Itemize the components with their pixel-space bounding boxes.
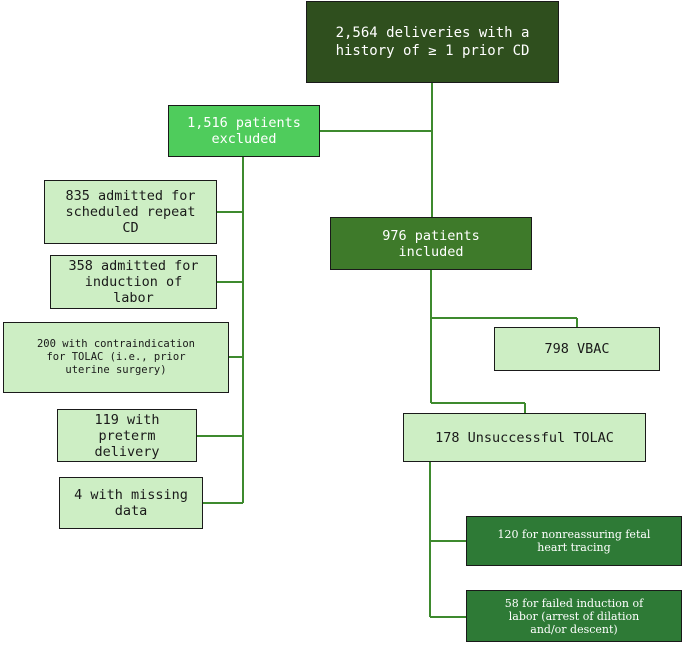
node-vbac: 798 VBAC bbox=[494, 327, 660, 371]
node-scheduled-repeat-cd: 835 admitted for scheduled repeat CD bbox=[44, 180, 217, 244]
node-preterm-delivery-text: 119 with preterm delivery bbox=[94, 411, 160, 460]
node-nonreassuring-fetal-heart: 120 for nonreassuring fetal heart tracin… bbox=[466, 516, 682, 566]
node-nonreassuring-fetal-heart-text: 120 for nonreassuring fetal heart tracin… bbox=[497, 528, 651, 554]
node-excluded: 1,516 patients excluded bbox=[168, 105, 320, 157]
node-failed-induction-text: 58 for failed induction of labor (arrest… bbox=[504, 596, 644, 636]
node-vbac-text: 798 VBAC bbox=[544, 341, 610, 357]
node-contraindication-tolac-text: 200 with contraindication for TOLAC (i.e… bbox=[36, 338, 196, 376]
node-included-text: 976 patients included bbox=[382, 227, 480, 260]
node-excluded-text: 1,516 patients excluded bbox=[187, 115, 301, 147]
node-unsuccessful-tolac: 178 Unsuccessful TOLAC bbox=[403, 413, 646, 462]
node-preterm-delivery: 119 with preterm delivery bbox=[57, 409, 197, 462]
node-unsuccessful-tolac-text: 178 Unsuccessful TOLAC bbox=[435, 429, 614, 446]
node-failed-induction: 58 for failed induction of labor (arrest… bbox=[466, 590, 682, 642]
node-total-deliveries: 2,564 deliveries with a history of ≥ 1 p… bbox=[306, 1, 559, 83]
node-missing-data-text: 4 with missing data bbox=[74, 487, 188, 519]
node-contraindication-tolac: 200 with contraindication for TOLAC (i.e… bbox=[3, 322, 229, 393]
node-total-deliveries-text: 2,564 deliveries with a history of ≥ 1 p… bbox=[335, 25, 530, 59]
node-included: 976 patients included bbox=[330, 217, 532, 270]
node-missing-data: 4 with missing data bbox=[59, 477, 203, 529]
node-induction-of-labor: 358 admitted for induction of labor bbox=[50, 255, 217, 309]
node-scheduled-repeat-cd-text: 835 admitted for scheduled repeat CD bbox=[65, 188, 196, 236]
node-induction-of-labor-text: 358 admitted for induction of labor bbox=[68, 258, 199, 306]
